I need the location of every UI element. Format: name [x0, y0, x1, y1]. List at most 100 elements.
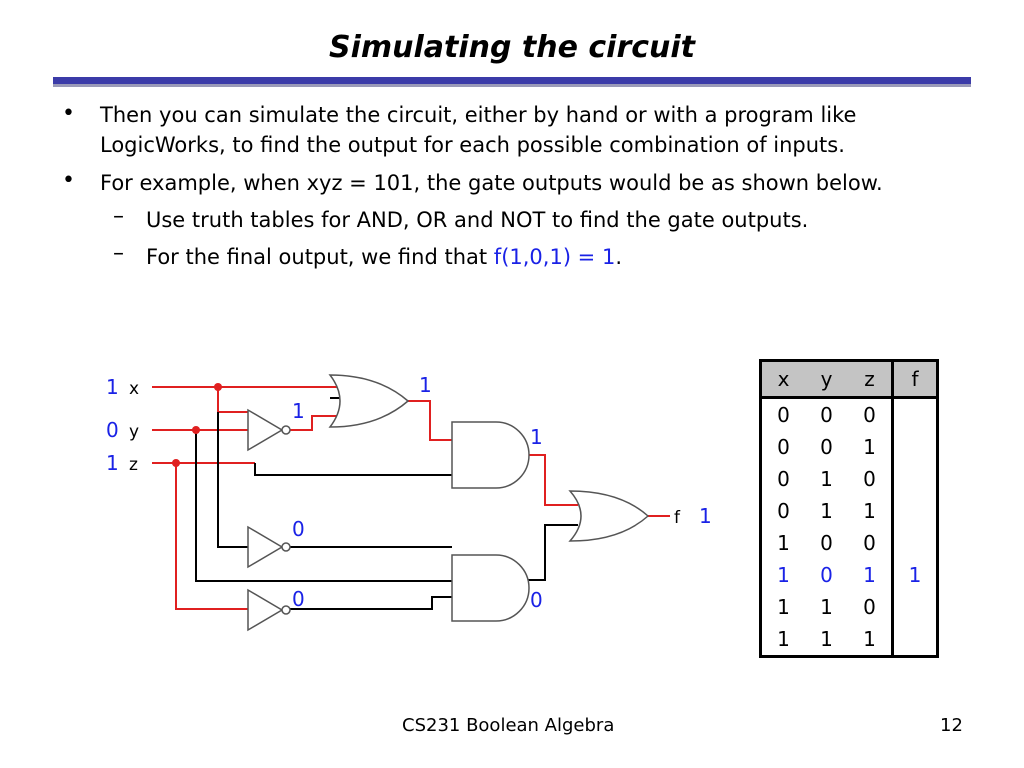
wire-or-top-out — [406, 400, 452, 441]
not-gate-x — [247, 525, 284, 569]
wire-not-z-out — [288, 596, 452, 610]
wire-x-to-not — [217, 387, 248, 413]
table-row: 0 0 1 — [759, 431, 939, 463]
truth-table-header: x y z f — [759, 359, 939, 399]
not-gate-y — [247, 408, 284, 452]
title-rule — [53, 77, 971, 84]
slide-title: Simulating the circuit — [328, 30, 696, 65]
table-row: 0 0 0 — [759, 397, 939, 431]
cell-z: 0 — [863, 595, 876, 619]
cell-z: 1 — [863, 435, 876, 459]
cell-f — [891, 527, 939, 559]
not-gate-z — [247, 588, 284, 632]
header-f: f — [891, 359, 939, 399]
and-gate-top — [451, 421, 530, 489]
cell-z: 0 — [863, 403, 876, 427]
output-f-value: 1 — [699, 504, 712, 528]
not-gate-z-bubble — [281, 605, 291, 615]
table-row: 1 1 1 — [759, 623, 939, 658]
cell-x: 0 — [759, 463, 805, 495]
bullet-1-line-2: LogicWorks, to find the output for each … — [100, 133, 845, 157]
gates — [247, 374, 650, 632]
and-bottom-value: 0 — [530, 588, 543, 612]
junction-x — [214, 383, 222, 391]
input-x-name: x — [129, 379, 139, 399]
output-f-name: f — [674, 508, 681, 528]
cell-f — [891, 495, 939, 527]
cell-y: 1 — [805, 623, 848, 658]
cell-z: 0 — [863, 531, 876, 555]
cell-x: 1 — [759, 559, 805, 591]
input-y-value: 0 — [106, 418, 119, 442]
cell-y: 0 — [820, 531, 833, 555]
not-gate-x-bubble — [281, 542, 291, 552]
wire-z-to-not — [175, 463, 248, 610]
wire-and-top-out — [528, 454, 578, 506]
footer-course: CS231 Boolean Algebra — [402, 715, 615, 736]
header-x: x — [759, 359, 805, 399]
cell-y: 0 — [820, 403, 833, 427]
input-y-name: y — [129, 422, 139, 442]
cell-x: 1 — [759, 527, 805, 559]
or-gate-top — [328, 374, 410, 428]
junction-z — [172, 459, 180, 467]
junction-dots — [172, 383, 222, 467]
final-output-highlight: f(1,0,1) = 1 — [493, 245, 616, 269]
input-z-name: z — [129, 455, 138, 475]
sub-bullet-2: For the final output, we find that f(1,0… — [146, 242, 622, 272]
truth-table: x y z f 0 0 0 0 0 1 0 1 0 0 1 1 — [759, 359, 939, 658]
title-rule-shadow — [53, 84, 971, 87]
sub-bullet-dash: – — [113, 241, 124, 266]
cell-f — [891, 591, 939, 623]
bullet-list: • Then you can simulate the circuit, eit… — [0, 0, 1024, 300]
table-row-highlighted: 1 0 1 1 — [759, 559, 939, 591]
wire-x-down — [217, 412, 248, 548]
cell-x: 0 — [759, 495, 805, 527]
sub-bullet-2-text: For the final output, we find that — [146, 245, 494, 269]
table-row: 0 1 0 — [759, 463, 939, 495]
cell-f — [891, 623, 939, 658]
bullet-1-line-1: Then you can simulate the circuit, eithe… — [100, 103, 857, 127]
not-x-value: 0 — [292, 517, 305, 541]
sub-bullet-2-end: . — [615, 245, 623, 269]
not-y-value: 1 — [292, 399, 305, 423]
wire-not-y-out — [288, 415, 340, 431]
input-z-value: 1 — [106, 451, 119, 475]
wire-z-to-and — [254, 463, 452, 476]
header-y: y — [805, 359, 848, 399]
footer-page-number: 12 — [940, 715, 963, 736]
table-row: 0 1 1 — [759, 495, 939, 527]
table-row: 1 1 0 — [759, 591, 939, 623]
cell-x: 0 — [759, 397, 805, 431]
cell-x: 1 — [759, 591, 805, 623]
sub-bullet-1: Use truth tables for AND, OR and NOT to … — [146, 208, 809, 232]
sub-bullet-dash: – — [113, 204, 124, 229]
bullet-dot: • — [62, 101, 75, 126]
inactive-wires — [195, 397, 578, 610]
or-gate-final — [568, 490, 650, 542]
cell-y: 1 — [820, 467, 833, 491]
cell-y: 1 — [820, 595, 833, 619]
and-top-value: 1 — [530, 425, 543, 449]
or-top-value: 1 — [419, 373, 432, 397]
junction-y — [192, 426, 200, 434]
bullet-1: Then you can simulate the circuit, eithe… — [100, 100, 980, 160]
and-gate-bottom — [451, 554, 530, 622]
bullet-2: For example, when xyz = 101, the gate ou… — [100, 171, 883, 195]
cell-f — [891, 431, 939, 463]
header-z: z — [848, 359, 893, 399]
cell-z: 0 — [863, 467, 876, 491]
cell-y: 0 — [820, 435, 833, 459]
not-gate-y-bubble — [281, 425, 291, 435]
cell-f: 1 — [891, 559, 939, 591]
cell-y: 1 — [820, 499, 833, 523]
cell-z: 1 — [863, 563, 876, 587]
cell-x: 1 — [759, 623, 805, 658]
input-x-value: 1 — [106, 375, 119, 399]
cell-f — [891, 397, 939, 431]
cell-x: 0 — [759, 431, 805, 463]
active-wires — [152, 386, 670, 610]
cell-y: 0 — [820, 563, 833, 587]
table-row: 1 0 0 — [759, 527, 939, 559]
